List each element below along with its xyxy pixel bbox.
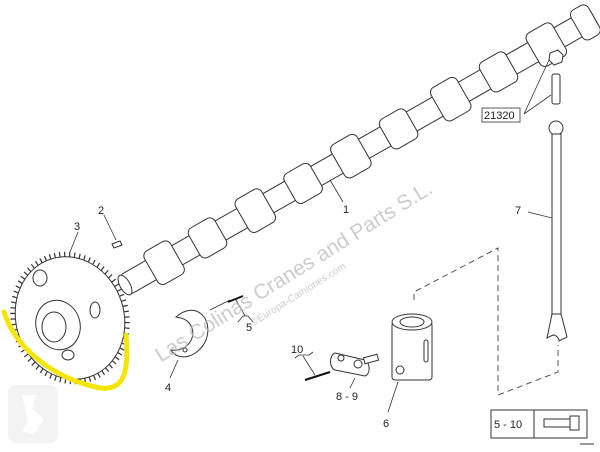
cam-lobe (143, 240, 185, 285)
thrust-plate (170, 310, 209, 358)
callout-5: 5 (246, 322, 252, 334)
gear-tooth (10, 306, 16, 309)
gear-tooth (44, 371, 48, 377)
gear-tooth (108, 274, 113, 279)
gear-tooth (124, 316, 130, 318)
cam-lobe (234, 188, 277, 233)
gear-tooth (23, 353, 29, 358)
gear-tooth (119, 347, 125, 351)
cam-lobe (478, 51, 519, 93)
gear-tooth (10, 301, 17, 304)
gear-tooth (117, 351, 123, 356)
gear-tooth (11, 295, 18, 299)
gear-tooth (111, 278, 117, 283)
gear-tooth (96, 262, 101, 268)
gear-tooth (10, 312, 16, 315)
gear-tooth (105, 367, 110, 373)
gear-tooth (43, 255, 47, 261)
gear-tooth (48, 254, 52, 260)
retaining-plate (330, 352, 370, 377)
callout-6: 6 (383, 418, 389, 430)
cam-lobe (429, 76, 472, 122)
gear-tooth (92, 259, 96, 265)
gear-tooth (15, 285, 21, 289)
gear-tooth (73, 252, 76, 258)
callout-3: 3 (74, 221, 80, 233)
gear-tooth (27, 267, 32, 273)
woodruff-key (111, 240, 123, 249)
gear-tooth (17, 280, 23, 285)
ref-number-21320: 21320 (484, 110, 515, 122)
gear-tooth (13, 290, 19, 294)
gear-tooth (23, 271, 29, 276)
bolt-icon (543, 415, 580, 431)
camshaft-gear (10, 251, 130, 385)
callout-7: 7 (515, 205, 521, 217)
callout-10: 10 (291, 344, 303, 356)
gear-tooth (78, 253, 81, 259)
cam-lobe (569, 4, 600, 41)
gear-tooth (124, 327, 130, 330)
gear-tooth (20, 275, 26, 280)
gear-tooth (30, 263, 35, 269)
gear-tooth (83, 255, 86, 261)
gear-tooth (114, 356, 120, 361)
gear-tooth (97, 372, 101, 378)
gear-tooth (53, 252, 56, 258)
gear-tooth (87, 257, 91, 263)
highlight-mark (1, 309, 130, 391)
callout-1: 1 (343, 204, 349, 216)
gear-tooth (39, 258, 43, 264)
gear-tooth (114, 283, 120, 288)
gear-tooth (123, 310, 129, 313)
gear-tooth (101, 370, 106, 376)
gear-tooth (58, 251, 61, 258)
callout-8-9: 8 - 9 (336, 391, 358, 403)
reference-table (490, 409, 588, 439)
gear-tooth (111, 360, 117, 365)
gear-tooth (121, 299, 127, 302)
table-ref: 5 - 10 (494, 419, 522, 431)
gear-tooth (31, 361, 36, 367)
tappet (391, 313, 433, 381)
gear-tooth (122, 304, 128, 308)
gear-tooth (54, 375, 57, 381)
gear-tooth (11, 323, 17, 326)
gear-tooth (124, 321, 130, 324)
gear-tooth (104, 269, 109, 275)
camshaft (117, 4, 600, 296)
cam-lobe (283, 162, 323, 204)
pushrod (546, 120, 568, 342)
gear-tooth (100, 266, 105, 271)
cam-lobe (330, 133, 372, 179)
gear-tooth (119, 293, 125, 297)
gear-tooth (34, 260, 39, 266)
gear-tooth (93, 375, 97, 381)
lock-nut (548, 49, 564, 66)
ref-box-21320 (481, 107, 521, 123)
gear-tooth (88, 376, 92, 382)
cam-lobe (378, 108, 419, 150)
gear-tooth (108, 363, 113, 369)
gear-tooth (10, 318, 16, 320)
cam-lobe (187, 217, 228, 259)
gear-tooth (35, 365, 40, 370)
adjusting-screw (551, 73, 561, 105)
watermark-logo (8, 385, 58, 443)
gear-tooth (59, 377, 62, 383)
gear-tooth (68, 251, 71, 257)
gear-tooth (49, 373, 53, 379)
gear-tooth (63, 251, 66, 257)
gear-tooth (39, 368, 44, 374)
callout-2: 2 (98, 205, 104, 217)
callout-4: 4 (165, 382, 171, 394)
gear-tooth (27, 357, 32, 362)
gear-tooth (116, 288, 122, 292)
